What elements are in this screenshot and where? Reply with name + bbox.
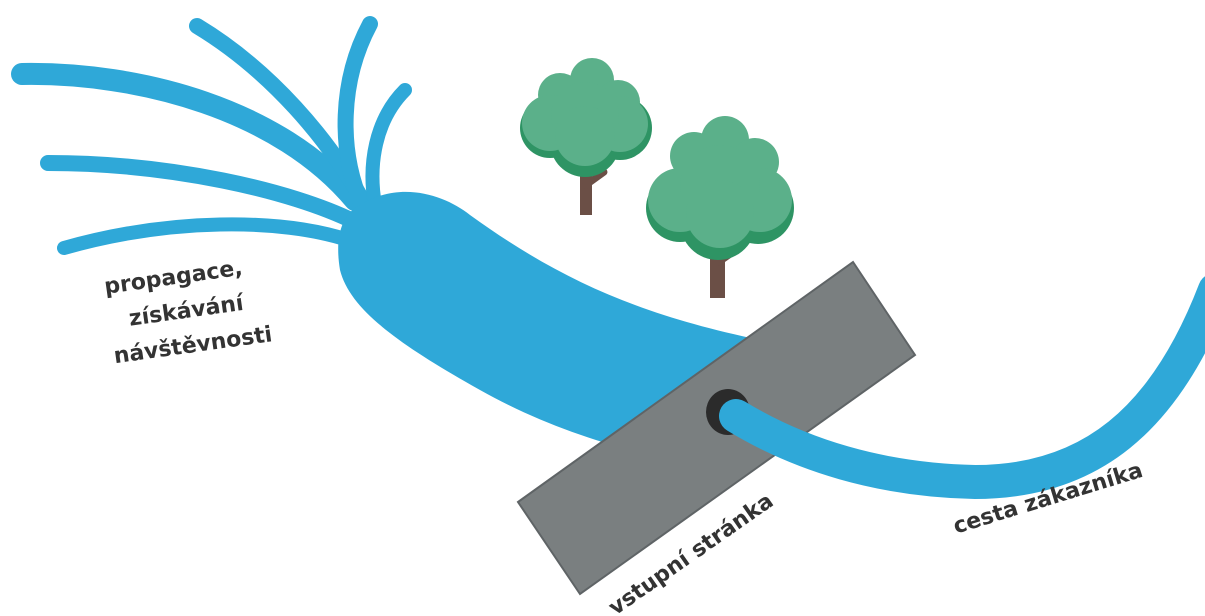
tree-large: [646, 116, 794, 298]
traffic-streams: [22, 24, 405, 248]
traffic-label-line2: získávání: [127, 291, 246, 332]
tree-small: [520, 58, 652, 215]
stream-6: [64, 224, 348, 248]
stream-5: [48, 163, 355, 222]
stream-4: [373, 90, 405, 205]
traffic-label: propagace, získávání návštěvnosti: [103, 253, 274, 369]
